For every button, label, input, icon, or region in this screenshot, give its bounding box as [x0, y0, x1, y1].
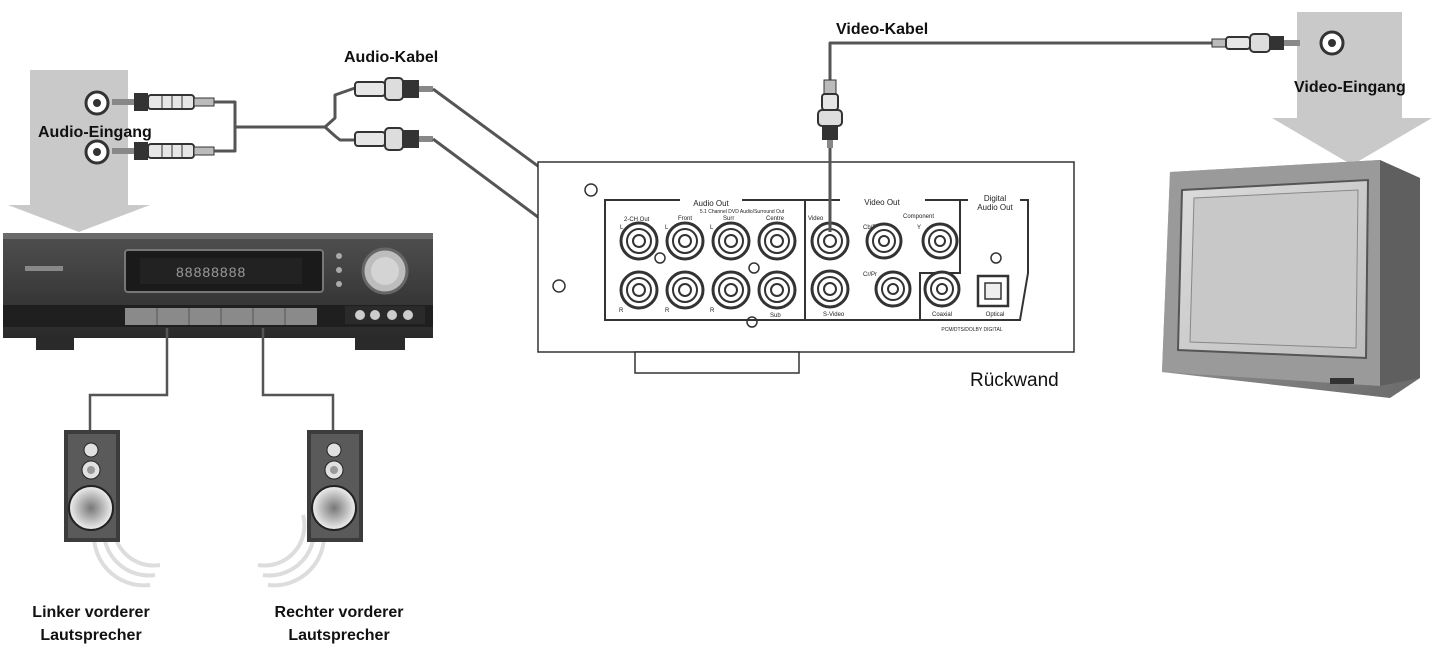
rear-panel: Audio Out 5.1 Channel DVD Audio/Surround… — [537, 161, 1075, 374]
video-plug-tv — [1211, 33, 1300, 53]
audio-plug-source-lower — [354, 127, 433, 151]
digital-formats-label: PCM/DTS/DOLBY DIGITAL — [941, 327, 1002, 333]
component-label: Component — [903, 214, 934, 220]
sub-label: Sub — [770, 313, 781, 319]
r-label-2: R — [665, 308, 670, 314]
video-cable-label: Video-Kabel — [836, 21, 928, 38]
l-label-2: L — [710, 225, 714, 231]
video-input-arrow — [1272, 12, 1431, 165]
audio-cable — [214, 86, 356, 129]
left-speaker-wire — [88, 328, 169, 430]
coaxial-jack — [923, 270, 961, 308]
video-label: Video — [808, 216, 824, 222]
audio-out-sub-label: 5.1 Channel DVD Audio/Surround Out — [700, 209, 785, 215]
left-speaker-label-line2: Lautsprecher — [40, 627, 141, 644]
y-label: Y — [917, 225, 921, 231]
left-speaker — [64, 430, 161, 588]
rear-panel-label: Rückwand — [970, 370, 1059, 391]
digital-label-2: Audio Out — [977, 203, 1013, 212]
right-speaker-label-line2: Lautsprecher — [288, 627, 389, 644]
coaxial-label: Coaxial — [932, 312, 952, 318]
receiver: 88888888 — [3, 233, 433, 350]
cr-pr-label: Cr/Pr — [863, 272, 877, 278]
audio-plug-upper — [112, 93, 215, 111]
left-speaker-label-line1: Linker vorderer — [32, 604, 149, 621]
receiver-display-text: 88888888 — [176, 264, 246, 280]
video-plug-source — [817, 79, 843, 148]
audio-out-label: Audio Out — [693, 199, 729, 208]
audio-cable-label: Audio-Kabel — [344, 49, 438, 66]
audio-plug-source-upper — [354, 77, 433, 101]
audio-plug-lower — [112, 142, 215, 160]
r-label-3: R — [710, 308, 715, 314]
audio-input-label: Audio-Eingang — [38, 124, 152, 141]
video-input-label: Video-Eingang — [1294, 79, 1406, 96]
l-label-1: L — [665, 225, 669, 231]
l-label-3: L — [620, 225, 624, 231]
video-cable — [828, 41, 1212, 80]
audio-input-arrow — [8, 70, 150, 232]
video-out-label: Video Out — [864, 198, 900, 207]
television — [1162, 160, 1420, 398]
right-speaker — [257, 430, 363, 588]
s-video-label: S-Video — [823, 312, 845, 318]
right-speaker-wire — [261, 328, 335, 430]
right-speaker-label-line1: Rechter vorderer — [275, 604, 404, 621]
front-label: Front — [678, 216, 692, 222]
digital-label-1: Digital — [984, 194, 1006, 203]
optical-label: Optical — [986, 312, 1005, 318]
audio-input-jacks — [84, 90, 110, 165]
two-ch-out-label: 2-CH Out — [624, 217, 650, 223]
surr-label: Surr — [723, 216, 734, 222]
video-out-jacks — [810, 221, 959, 309]
centre-label: Centre — [766, 216, 785, 222]
r-label-1: R — [619, 308, 624, 314]
video-input-jack — [1319, 30, 1345, 56]
audio-out-jacks — [619, 221, 797, 310]
